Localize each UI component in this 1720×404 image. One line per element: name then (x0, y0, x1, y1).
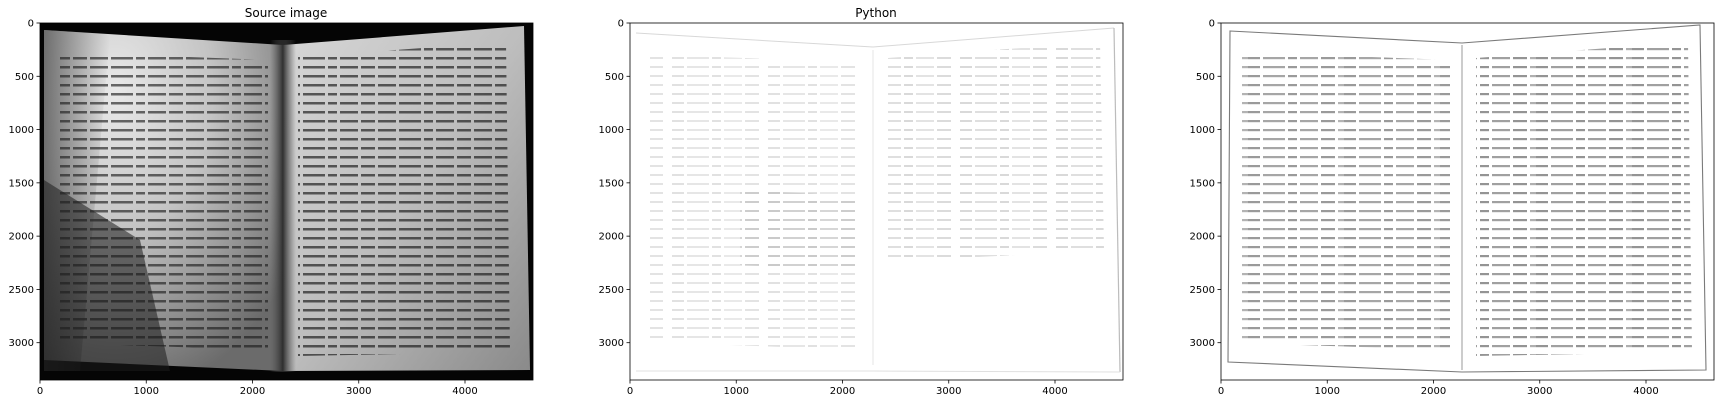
x-tick-label: 0 (1218, 386, 1224, 397)
y-tick-label: 0 (1209, 19, 1215, 30)
x-tick-label: 3000 (1527, 386, 1552, 397)
axis-ticks-result: 0 1000 2000 3000 4000 0 500 1000 1500 2000 2500 300… (1190, 19, 1659, 398)
x-tick-label: 2000 (1421, 386, 1446, 397)
y-tick-label: 0 (28, 19, 34, 30)
panel-python (629, 22, 1124, 381)
y-tick-label: 0 (618, 19, 624, 30)
image-source (40, 23, 533, 380)
y-tick-label: 1000 (9, 125, 34, 136)
y-tick-label: 500 (15, 72, 34, 83)
y-tick-label: 2500 (599, 285, 624, 296)
y-tick-label: 3000 (9, 338, 34, 349)
axes-frame (629, 22, 1124, 381)
axes-frame (1220, 22, 1715, 381)
x-tick-label: 0 (37, 386, 43, 397)
y-tick-label: 500 (605, 72, 624, 83)
x-tick-label: 3000 (346, 386, 371, 397)
y-tick-label: 3000 (1190, 338, 1215, 349)
x-tick-label: 0 (627, 386, 633, 397)
image-python (630, 23, 1123, 380)
x-tick-label: 4000 (1042, 386, 1067, 397)
x-tick-label: 1000 (134, 386, 159, 397)
y-tick-label: 1500 (9, 178, 34, 189)
y-tick-label: 2000 (1190, 232, 1215, 243)
axis-ticks-python: 0 1000 2000 3000 4000 0 500 1000 1500 2000 2500 300… (599, 19, 1068, 398)
y-tick-label: 1500 (599, 178, 624, 189)
y-tick-label: 2500 (9, 285, 34, 296)
y-tick-label: 2000 (599, 232, 624, 243)
x-tick-label: 1000 (724, 386, 749, 397)
image-result (1221, 23, 1714, 380)
y-tick-label: 2000 (9, 232, 34, 243)
axis-ticks-source: 0 1000 2000 3000 4000 0 500 1000 1500 2000 2500 300… (9, 19, 478, 398)
panel-source-image (39, 22, 534, 381)
x-tick-label: 3000 (936, 386, 961, 397)
chart-title: Python (855, 6, 897, 20)
y-tick-label: 2500 (1190, 285, 1215, 296)
y-tick-label: 3000 (599, 338, 624, 349)
axes-frame (39, 22, 534, 381)
x-tick-label: 4000 (1633, 386, 1658, 397)
panel-result (1220, 22, 1715, 381)
y-tick-label: 500 (1196, 72, 1215, 83)
chart-title: Source image (245, 6, 327, 20)
y-tick-label: 1500 (1190, 178, 1215, 189)
y-tick-label: 1000 (1190, 125, 1215, 136)
x-tick-label: 2000 (240, 386, 265, 397)
x-tick-label: 2000 (830, 386, 855, 397)
x-tick-label: 1000 (1315, 386, 1340, 397)
x-tick-label: 4000 (452, 386, 477, 397)
y-tick-label: 1000 (599, 125, 624, 136)
